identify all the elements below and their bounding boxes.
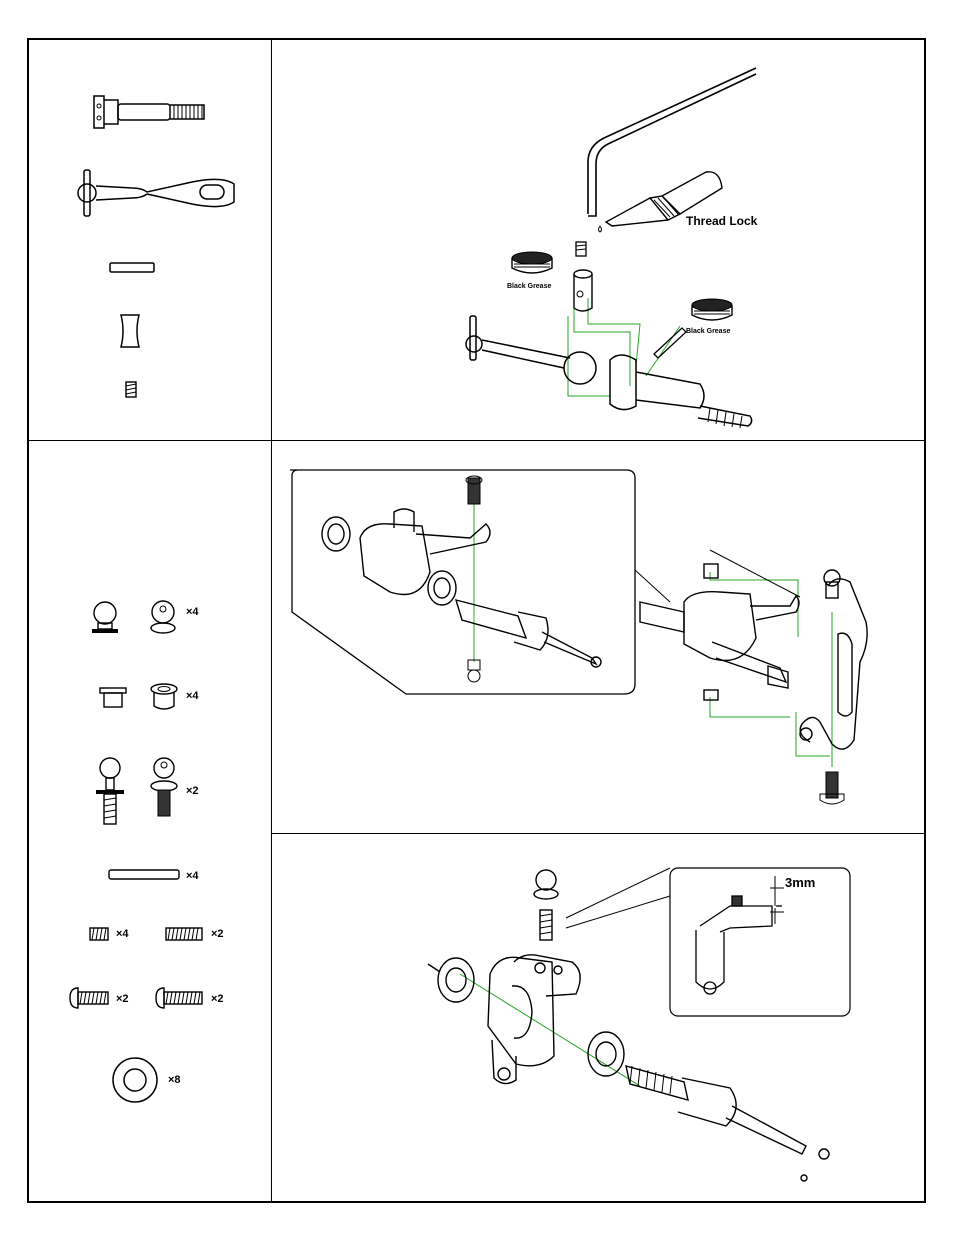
bushing-icon — [98, 686, 128, 710]
ball-stud-quantity: ×2 — [186, 785, 199, 797]
row-divider-2 — [272, 833, 924, 834]
ball-stud-icon — [148, 756, 182, 820]
short-button-screw-quantity: ×2 — [116, 993, 129, 1005]
ball-end-icon — [146, 598, 180, 638]
cvd-joint-icon — [118, 313, 142, 349]
long-set-screw-quantity: ×2 — [211, 928, 224, 940]
washer-icon — [110, 1055, 160, 1105]
cvd-dogbone-icon — [72, 168, 242, 218]
short-set-screw-quantity: ×4 — [116, 928, 129, 940]
long-pin-icon — [107, 868, 181, 882]
ball-end-quantity: ×4 — [186, 606, 199, 618]
long-pin-quantity: ×4 — [186, 870, 199, 882]
set-screw-icon — [88, 926, 110, 942]
ball-stud-icon — [94, 756, 126, 826]
column-divider — [271, 40, 272, 1201]
set-screw-icon — [164, 926, 204, 942]
thread-lock-label: Thread Lock — [686, 214, 757, 228]
bushing-quantity: ×4 — [186, 690, 199, 702]
button-screw-icon — [68, 986, 112, 1010]
row-divider-1 — [29, 440, 924, 441]
set-screw-icon — [124, 380, 138, 400]
bushing-icon — [148, 682, 180, 712]
pin-icon — [108, 261, 156, 275]
button-screw-icon — [154, 986, 206, 1010]
washer-quantity: ×8 — [168, 1074, 181, 1086]
cvd-axle-icon — [90, 92, 210, 132]
ball-end-icon — [88, 599, 122, 637]
knuckle-bearing-assembly-drawing — [420, 856, 860, 1186]
dimension-3mm-label: 3mm — [785, 875, 815, 890]
long-button-screw-quantity: ×2 — [211, 993, 224, 1005]
cvd-assembly-drawing — [460, 236, 760, 436]
steering-knuckle-assembly-drawing — [280, 462, 920, 812]
